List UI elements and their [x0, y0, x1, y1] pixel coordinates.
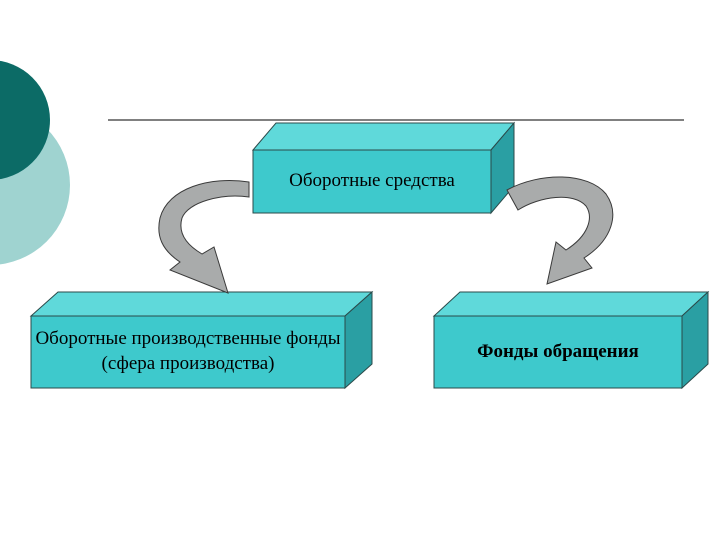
box-production-funds: [29, 290, 374, 390]
node-label-working-capital: Оборотные средства: [289, 169, 455, 191]
box-top-face: [432, 291, 710, 317]
decor-circle-dark: [0, 60, 50, 180]
box-front-face: [252, 149, 492, 214]
box-front-face: [433, 315, 683, 389]
box-circulation-funds: [432, 290, 710, 390]
arrow-body: [158, 180, 250, 294]
box-top-face: [29, 291, 374, 317]
arrow-to-production-funds: [158, 180, 250, 294]
arrow-body: [506, 176, 614, 285]
box-top-face: [251, 122, 516, 151]
box-working-capital: [251, 121, 516, 215]
box-front-face: [30, 315, 346, 389]
arrow-to-circulation-funds: [506, 176, 614, 285]
node-label-circulation-funds: Фонды обращения: [477, 340, 639, 362]
node-label-production-funds: Оборотные производственные фонды (сфера …: [35, 328, 341, 374]
